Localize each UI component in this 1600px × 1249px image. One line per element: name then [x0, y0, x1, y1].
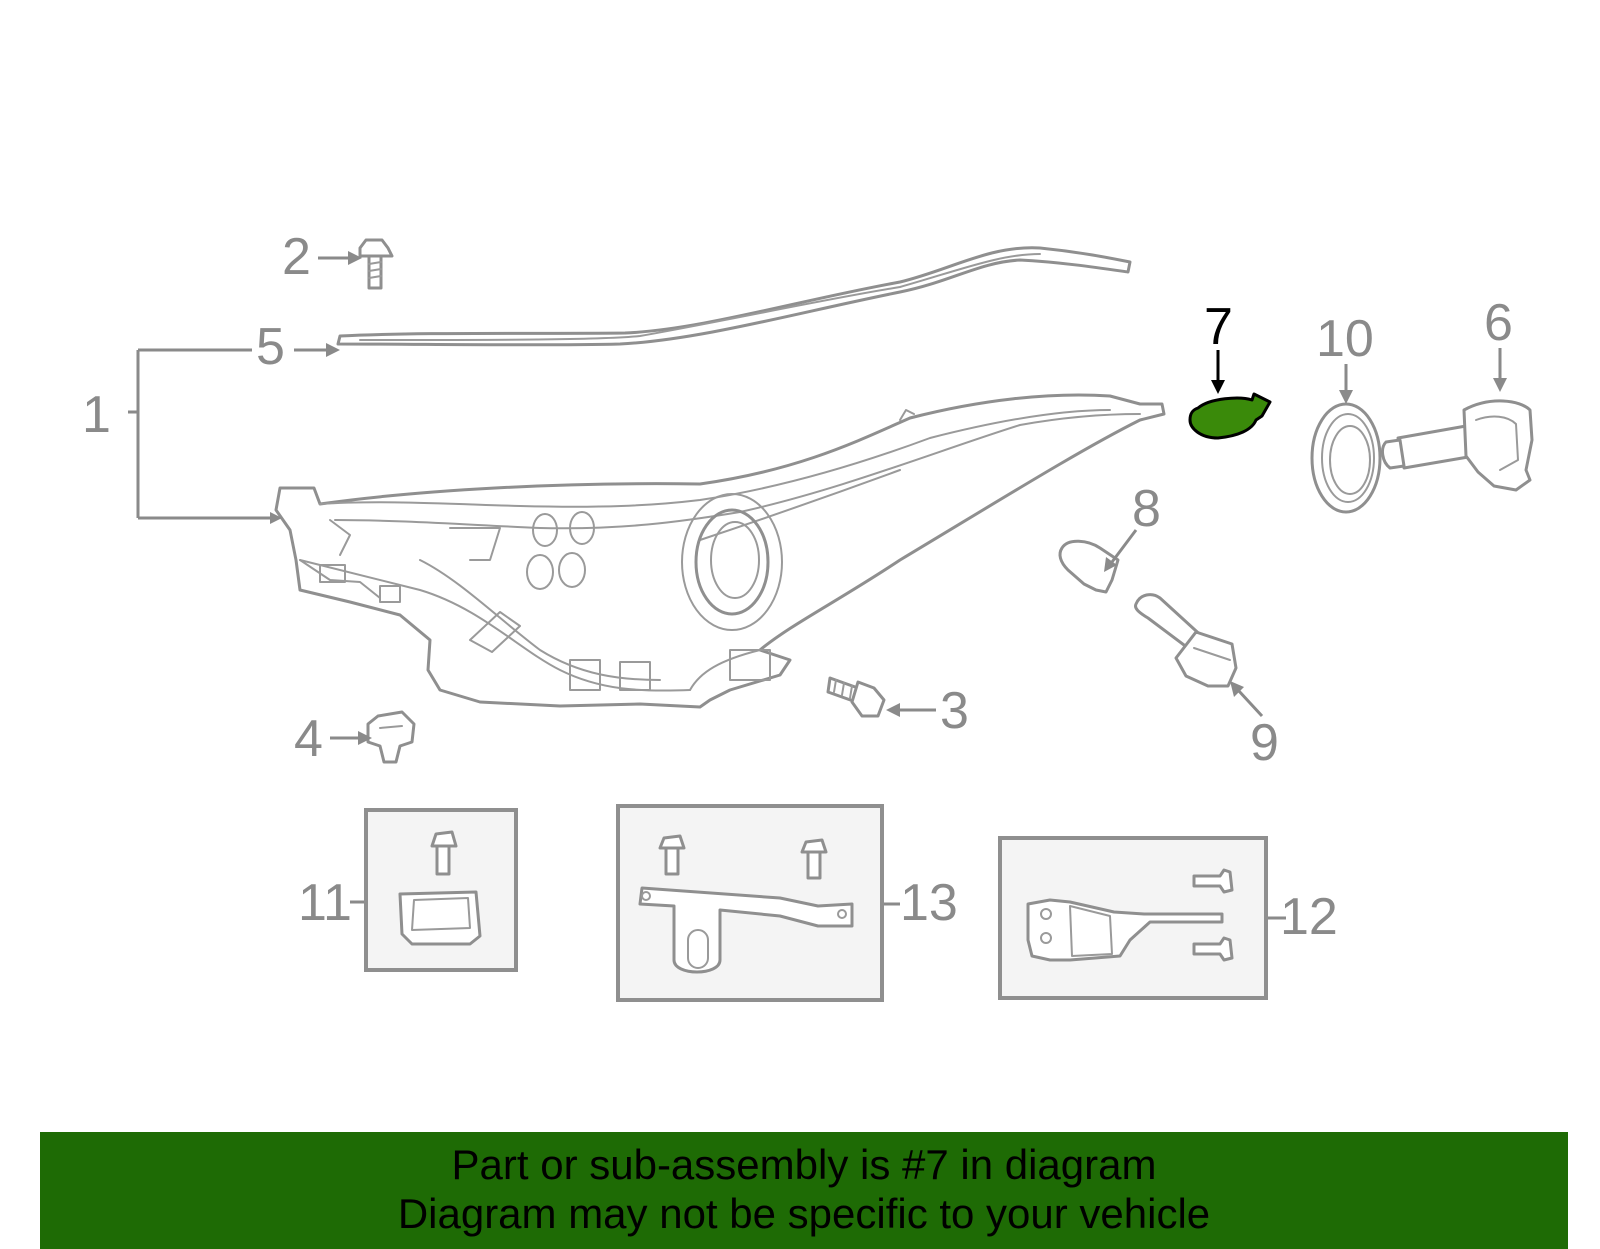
part-8-small-bulb[interactable]	[1058, 539, 1120, 594]
callout-7: 7	[1204, 298, 1233, 356]
callout-5: 5	[256, 318, 285, 376]
part-7-bulb-highlighted[interactable]	[1188, 392, 1272, 440]
callout-3: 3	[940, 682, 969, 740]
callout-11: 11	[298, 874, 352, 932]
callout-8: 8	[1132, 480, 1161, 538]
part-10-seal-ring[interactable]	[1310, 402, 1382, 514]
banner-line-1: Part or sub-assembly is #7 in diagram	[451, 1141, 1157, 1188]
part-3-bolt[interactable]	[826, 676, 886, 718]
part-1-headlamp-assembly[interactable]	[274, 393, 1166, 709]
subassembly-11-box[interactable]	[364, 808, 518, 972]
leader-lines	[128, 251, 1507, 920]
subassembly-13-box[interactable]	[616, 804, 884, 1002]
callout-12: 12	[1280, 888, 1338, 946]
part-2-bolt[interactable]	[358, 238, 394, 290]
callout-2: 2	[282, 228, 311, 286]
part-4-clip-nut[interactable]	[366, 710, 416, 764]
callout-4: 4	[294, 710, 323, 768]
info-banner: Part or sub-assembly is #7 in diagram Di…	[40, 1132, 1568, 1249]
banner-line-2: Diagram may not be specific to your vehi…	[397, 1190, 1211, 1237]
subassembly-12-box[interactable]	[998, 836, 1268, 1000]
part-9-bulb[interactable]	[1134, 593, 1238, 688]
callout-6: 6	[1484, 294, 1513, 352]
callout-9: 9	[1250, 714, 1279, 772]
callout-1: 1	[82, 386, 111, 444]
part-5-trim-strip[interactable]	[336, 246, 1132, 347]
callout-13: 13	[900, 874, 958, 932]
callout-10: 10	[1316, 310, 1374, 368]
part-6-headlamp-bulb[interactable]	[1381, 399, 1534, 492]
